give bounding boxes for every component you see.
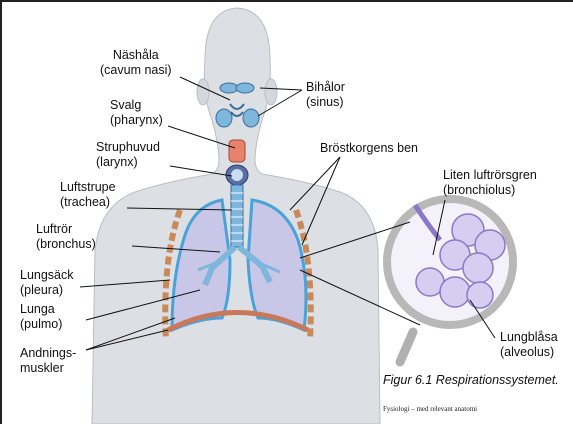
label-lungsack: Lungsäck(pleura) [20, 268, 74, 298]
label-liten-luftrorsgren: Liten luftrörsgren(bronchiolus) [443, 168, 537, 198]
label-svalg: Svalg(pharynx) [110, 98, 163, 128]
label-brostkorgens-ben: Bröstkorgens ben [320, 141, 418, 156]
label-bihalor: Bihålor(sinus) [306, 80, 345, 110]
figure-caption: Figur 6.1 Respirationssystemet. [383, 373, 559, 387]
label-nashala: Näshåla(cavum nasi) [100, 48, 172, 78]
label-andningsmuskler: Andnings-muskler [20, 346, 76, 376]
label-luftror: Luftrör(bronchus) [36, 222, 96, 252]
label-luftstrupe: Luftstrupe(trachea) [60, 180, 116, 210]
label-lungblasa: Lungblåsa(alveolus) [500, 330, 558, 360]
page-footer: Fysiologi – med relevant anatomi [383, 405, 477, 413]
label-lunga: Lunga(pulmo) [20, 302, 62, 332]
label-struphuvud: Struphuvud(larynx) [96, 140, 160, 170]
